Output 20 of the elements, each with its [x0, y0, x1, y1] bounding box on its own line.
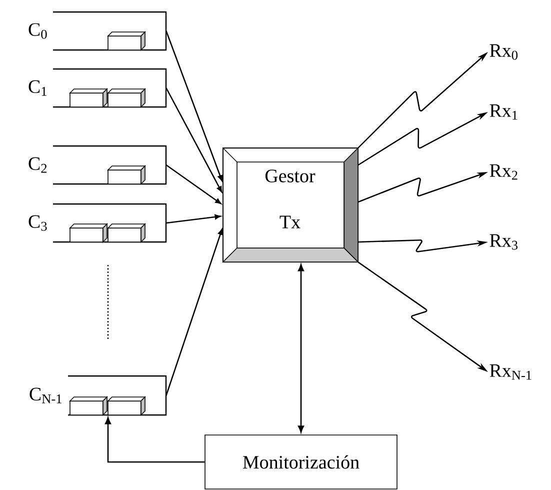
receiver-label: Rx$_{N-1}$ — [490, 364, 532, 380]
receiver-label: Rx$_{3}$ — [490, 234, 518, 250]
arrow — [105, 417, 205, 463]
arrow — [166, 164, 222, 204]
process-box: Monitorización — [204, 434, 398, 490]
arrow — [166, 88, 222, 192]
box-label: Gestor — [265, 170, 316, 182]
arrow — [298, 264, 304, 433]
receiver-label: Rx$_{0}$ — [490, 44, 518, 60]
receiver-label: Rx$_{2}$ — [490, 164, 518, 180]
queue-label: C$_{N-1}$ — [30, 388, 62, 404]
arrow — [166, 30, 223, 182]
receiver-label: Rx$_{1}$ — [490, 104, 518, 120]
arrow — [166, 228, 223, 396]
box-label: Tx — [280, 216, 300, 228]
queue-label: C$_{2}$ — [28, 157, 47, 173]
queue-label: C$_{3}$ — [28, 215, 47, 231]
arrow — [166, 214, 221, 224]
queue-label: C$_{1}$ — [28, 80, 46, 96]
queue-label: C$_{0}$ — [28, 23, 47, 39]
